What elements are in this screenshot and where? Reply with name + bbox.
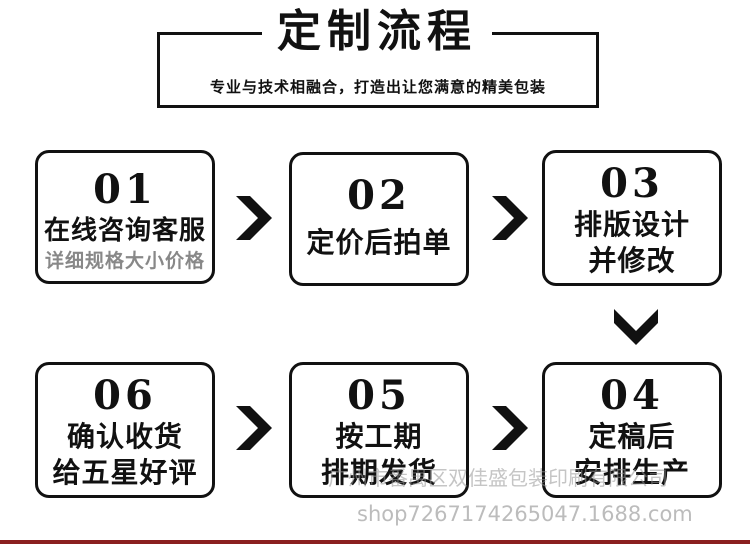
chevron-right-icon xyxy=(236,196,272,240)
step-label: 定稿后 xyxy=(588,420,676,453)
step-label: 按工期 xyxy=(335,420,423,453)
bottom-divider xyxy=(0,540,750,544)
step-card-01: 01 在线咨询客服 详细规格大小价格 xyxy=(35,150,215,284)
chevron-down-icon xyxy=(614,309,658,345)
chevron-right-icon xyxy=(492,196,528,240)
page-title: 定制流程 xyxy=(262,4,492,60)
step-label-line2: 并修改 xyxy=(588,244,676,277)
chevron-right-icon xyxy=(236,406,272,450)
step-number: 04 xyxy=(600,372,664,419)
step-label-line2: 安排生产 xyxy=(573,456,690,489)
chevron-right-icon xyxy=(492,406,528,450)
step-card-03: 03 排版设计 并修改 xyxy=(542,150,722,286)
step-label-line2: 给五星好评 xyxy=(52,456,198,489)
step-note: 详细规格大小价格 xyxy=(44,250,205,272)
watermark-company: 广州市番禺区双佳盛包装印刷有限公司 xyxy=(328,466,668,490)
step-label: 排版设计 xyxy=(573,208,690,241)
step-label: 在线咨询客服 xyxy=(43,216,206,246)
step-number: 02 xyxy=(347,172,411,219)
watermark-url: shop7267174265047.1688.com xyxy=(357,502,693,526)
step-number: 03 xyxy=(600,160,664,207)
step-label: 定价后拍单 xyxy=(306,226,452,259)
step-label: 确认收货 xyxy=(66,420,183,453)
step-number: 01 xyxy=(93,166,157,213)
step-card-02: 02 定价后拍单 xyxy=(289,152,469,286)
step-number: 06 xyxy=(93,372,157,419)
step-number: 05 xyxy=(347,372,411,419)
step-card-05: 05 按工期 排期发货 xyxy=(289,362,469,498)
step-card-06: 06 确认收货 给五星好评 xyxy=(35,362,215,498)
step-card-04: 04 定稿后 安排生产 xyxy=(542,362,722,498)
page-subtitle: 专业与技术相融合，打造出让您满意的精美包装 xyxy=(209,78,546,96)
step-label-line2: 排期发货 xyxy=(320,456,437,489)
